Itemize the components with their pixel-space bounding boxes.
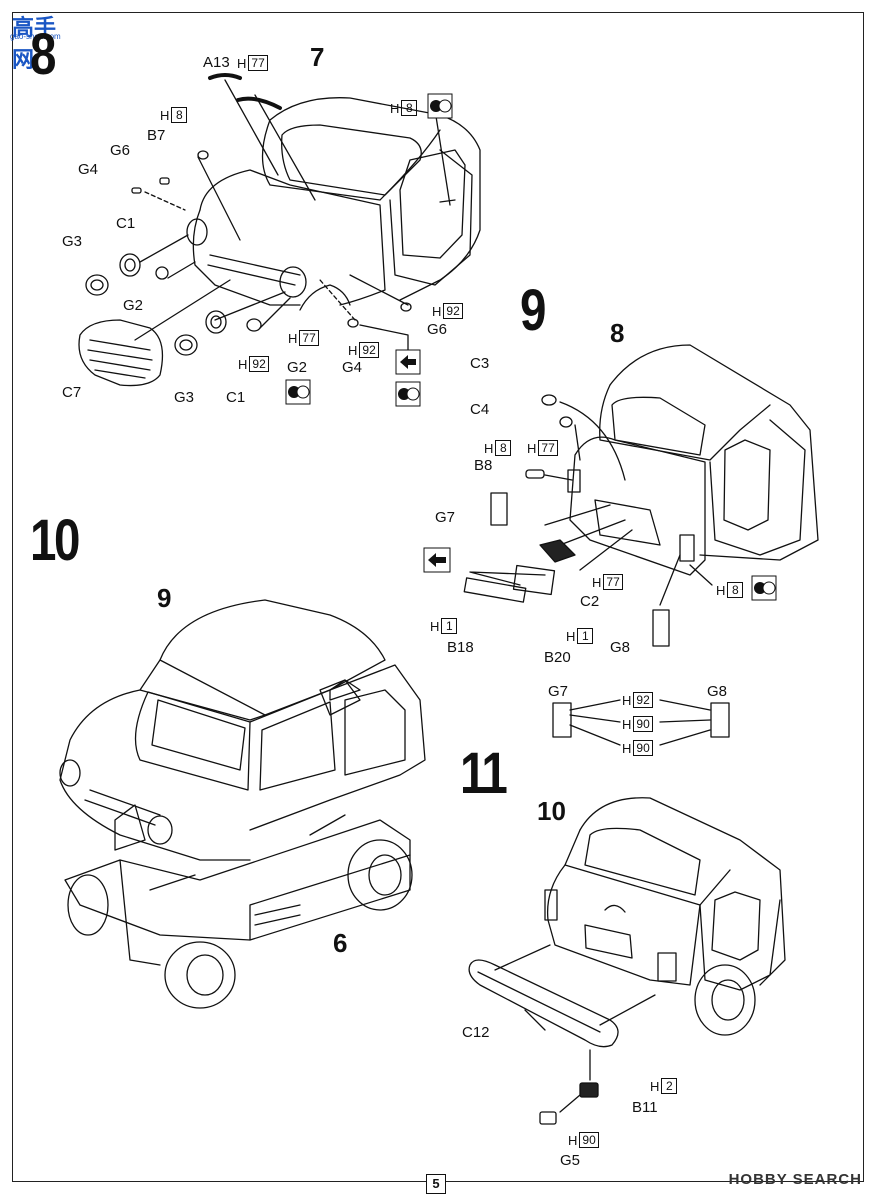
part-label-c2: C2	[580, 593, 600, 610]
watermark-logo: 高手网 gao-shou.com	[4, 4, 74, 72]
part-label-b20: B20	[544, 649, 571, 666]
step-number-8: 8	[30, 22, 56, 87]
step9-car-body	[567, 344, 819, 576]
part-label-c12: C12	[462, 1024, 490, 1041]
step-number-10: 10	[30, 508, 80, 573]
footer-brand: HOBBY SEARCH	[728, 1171, 862, 1188]
part-label-g8-lens: G8	[707, 683, 728, 700]
assembly-ref-10: 10	[537, 796, 566, 826]
page-number: 5	[426, 1174, 446, 1194]
step9-parts	[463, 394, 730, 738]
step8-parts	[78, 73, 412, 387]
part-label-g6: G6	[110, 142, 131, 159]
step11-leader-lines	[494, 944, 656, 1113]
part-label-c4: C4	[470, 401, 490, 418]
paint-icon-g2	[285, 379, 311, 405]
part-label-b8: B8	[474, 457, 493, 474]
step8-leader-lines	[134, 79, 451, 371]
paint-icon-g8	[751, 575, 777, 601]
part-label-g2: G2	[123, 297, 144, 314]
part-label-b7: B7	[147, 127, 166, 144]
part-label-g8: G8	[610, 639, 631, 656]
arrow-icon-g4	[395, 349, 421, 375]
step9-leader-lines	[469, 401, 713, 746]
part-label-c3: C3	[470, 355, 490, 372]
arrow-icon-b18	[423, 547, 451, 573]
step10-chassis	[64, 679, 413, 1009]
part-label-g5: G5	[560, 1152, 581, 1169]
part-label-g3-lower: G3	[174, 389, 195, 406]
part-label-g6-lower: G6	[427, 321, 448, 338]
part-label-g4: G4	[78, 161, 99, 178]
part-label-g3: G3	[62, 233, 83, 250]
assembly-ref-8: 8	[610, 318, 625, 348]
step8-car-body	[186, 97, 481, 311]
step11-bumper	[468, 959, 619, 1125]
part-label-a13: A13	[203, 54, 230, 71]
step-number-11: 11	[460, 741, 508, 806]
step-number-9: 9	[520, 278, 546, 343]
assembly-ref-7: 7	[310, 42, 325, 72]
part-label-c1-lower: C1	[226, 389, 246, 406]
step10-car-body	[59, 599, 426, 861]
part-label-c1: C1	[116, 215, 136, 232]
part-label-b18: B18	[447, 639, 474, 656]
paint-icon-g4	[395, 381, 421, 407]
part-label-g7: G7	[435, 509, 456, 526]
part-label-g2-lower: G2	[287, 359, 308, 376]
watermark-url: gao-shou.com	[10, 32, 61, 41]
part-label-c7: C7	[62, 384, 82, 401]
step11-car-body	[544, 797, 786, 1036]
assembly-ref-6: 6	[333, 928, 348, 958]
watermark-brand: 高手网	[12, 15, 57, 72]
part-label-b11: B11	[632, 1099, 658, 1116]
assembly-ref-9: 9	[157, 583, 172, 613]
part-label-g4-lower: G4	[342, 359, 363, 376]
part-label-g7-lens: G7	[548, 683, 569, 700]
paint-icon-window	[427, 93, 453, 119]
